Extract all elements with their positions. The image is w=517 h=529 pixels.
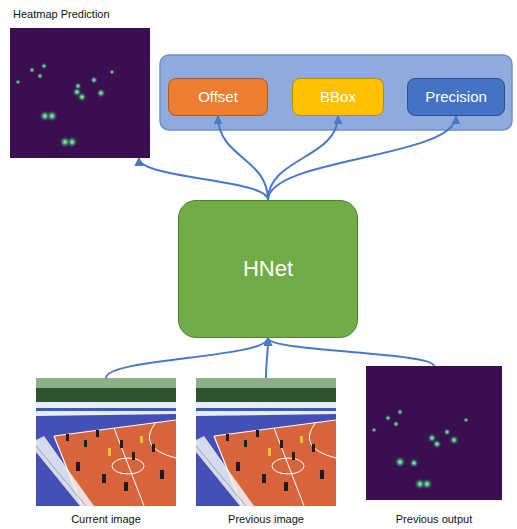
heatmap-output: Heatmap Prediction [10, 8, 150, 158]
heat-blob [96, 88, 106, 98]
input-heatmap: Previous output [366, 366, 502, 526]
output-panel [160, 55, 512, 130]
heat-blob [397, 409, 404, 416]
output-head-box: Offset [168, 78, 268, 116]
network-box: HNet [178, 200, 358, 338]
heat-blob [59, 136, 71, 148]
output-head-box: Precision [407, 78, 505, 116]
heat-blob [421, 478, 433, 490]
box-label: Offset [198, 88, 238, 106]
input-image: Current image [36, 378, 176, 526]
current-photo [36, 378, 176, 506]
heat-blob [29, 67, 36, 74]
heat-blob [46, 110, 58, 122]
heading-text: Heatmap Prediction [13, 8, 110, 21]
heat-blob [77, 92, 87, 102]
heat-blob [432, 439, 442, 449]
image-caption: Current image [71, 513, 141, 526]
heatmap-picture [10, 28, 150, 158]
heat-blob [393, 421, 400, 428]
flow-arrow [268, 116, 338, 200]
heat-blob [15, 79, 21, 85]
box-label: Precision [425, 88, 487, 106]
heat-blob [409, 458, 419, 468]
image-caption: Previous image [228, 513, 304, 526]
flow-arrow [268, 116, 456, 200]
flow-arrow [268, 338, 434, 366]
heat-blob [385, 415, 392, 422]
previous-photo [196, 378, 336, 506]
previous-heatmap [366, 366, 502, 500]
box-label: HNet [243, 256, 293, 282]
heatmap-ground [10, 28, 150, 158]
heatmap-ground [366, 366, 502, 500]
heat-blob [371, 427, 377, 433]
output-head-box: BBox [292, 78, 384, 116]
image-caption: Previous output [396, 513, 472, 526]
heat-blob [394, 456, 406, 468]
flow-arrow [266, 338, 268, 378]
flow-arrow [139, 158, 268, 200]
input-image: Previous image [196, 378, 336, 526]
heat-blob [90, 76, 98, 84]
heat-blob [41, 63, 48, 70]
flow-arrow [106, 338, 268, 378]
heat-blob [443, 428, 451, 436]
heat-blob [109, 69, 115, 75]
heat-blob [74, 82, 82, 90]
box-label: BBox [320, 88, 356, 106]
flow-arrow [218, 116, 268, 200]
heat-blob [37, 73, 44, 80]
heat-blob [449, 435, 459, 445]
heat-blob [463, 417, 469, 423]
